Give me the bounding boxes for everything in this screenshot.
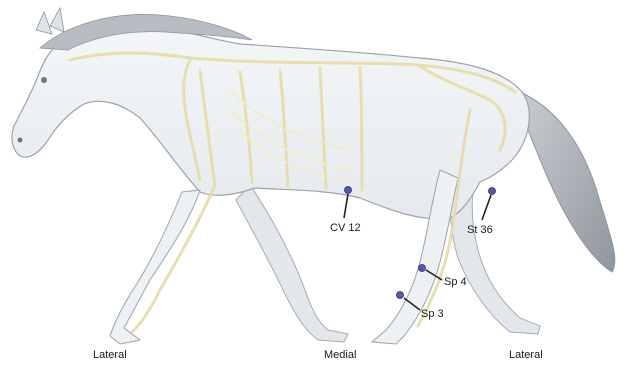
acupoint-cv12-marker (345, 187, 352, 194)
acupoint-cv12 (344, 187, 352, 219)
acupoint-st36-marker (489, 188, 496, 195)
horse-nostril (18, 138, 23, 143)
acupoint-label-cv12: CV 12 (330, 222, 361, 234)
far-foreleg (236, 185, 348, 342)
acupoint-st36 (482, 188, 496, 221)
acupoint-st36-leader (482, 195, 491, 220)
acupoint-sp4-marker (419, 265, 426, 272)
near-foreleg (110, 190, 200, 344)
view-label-lateral-left: Lateral (93, 349, 127, 361)
horse-tail (520, 92, 615, 272)
acupoint-cv12-leader (344, 194, 348, 218)
view-label-lateral-right: Lateral (509, 349, 543, 361)
acupoint-label-sp4: Sp 4 (444, 276, 467, 288)
acupoint-label-st36: St 36 (467, 224, 493, 236)
acupoint-sp3-marker (397, 292, 404, 299)
horse-eye (41, 77, 47, 83)
view-label-medial: Medial (324, 349, 356, 361)
acupoint-label-sp3: Sp 3 (421, 308, 444, 320)
horse-ears (36, 8, 64, 34)
